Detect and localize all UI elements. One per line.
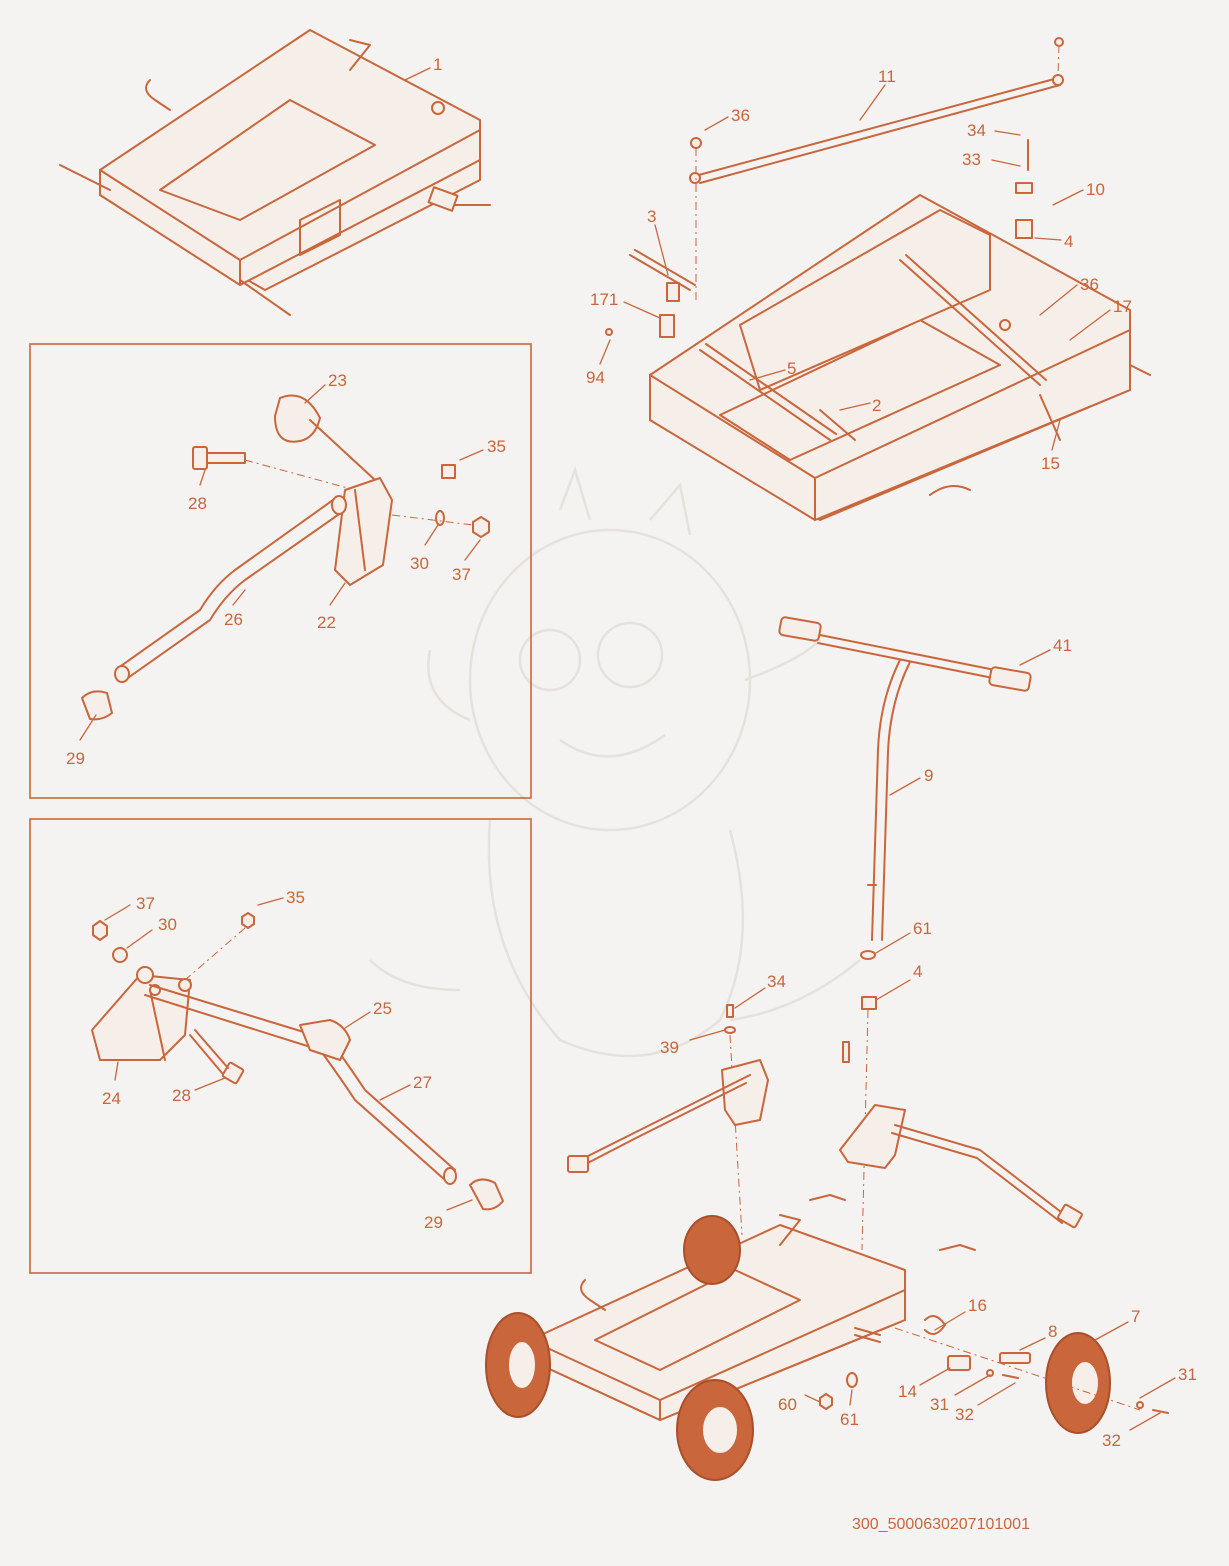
- svg-text:31: 31: [1178, 1365, 1197, 1384]
- handle-assembly: [567, 616, 1083, 1251]
- svg-text:171: 171: [590, 290, 618, 309]
- svg-text:9: 9: [924, 766, 933, 785]
- svg-text:37: 37: [452, 565, 471, 584]
- detail-box-1: [29, 343, 532, 799]
- svg-text:7: 7: [1131, 1307, 1140, 1326]
- svg-text:34: 34: [967, 121, 986, 140]
- svg-text:35: 35: [487, 437, 506, 456]
- svg-text:32: 32: [955, 1405, 974, 1424]
- svg-text:25: 25: [373, 999, 392, 1018]
- svg-text:36: 36: [731, 106, 750, 125]
- detail-box-2: [29, 818, 532, 1274]
- svg-text:16: 16: [968, 1296, 987, 1315]
- svg-text:61: 61: [840, 1410, 859, 1429]
- callouts-assembly-2: 11 36 34 33 10 3 4 171 36 17 94 5 2 15: [586, 67, 1132, 473]
- svg-text:33: 33: [962, 150, 981, 169]
- svg-text:29: 29: [66, 749, 85, 768]
- svg-text:39: 39: [660, 1038, 679, 1057]
- svg-text:27: 27: [413, 1073, 432, 1092]
- frame-assembly-2: [605, 37, 1151, 521]
- svg-text:5: 5: [787, 359, 796, 378]
- svg-text:60: 60: [778, 1395, 797, 1414]
- svg-text:2: 2: [872, 396, 881, 415]
- svg-text:15: 15: [1041, 454, 1060, 473]
- svg-text:37: 37: [136, 894, 155, 913]
- svg-text:24: 24: [102, 1089, 121, 1108]
- svg-text:23: 23: [328, 371, 347, 390]
- svg-text:10: 10: [1086, 180, 1105, 199]
- svg-text:30: 30: [410, 554, 429, 573]
- svg-text:31: 31: [930, 1395, 949, 1414]
- svg-text:8: 8: [1048, 1322, 1057, 1341]
- svg-text:94: 94: [586, 368, 605, 387]
- svg-text:34: 34: [767, 972, 786, 991]
- svg-text:41: 41: [1053, 636, 1072, 655]
- svg-text:11: 11: [878, 67, 896, 86]
- svg-text:26: 26: [224, 610, 243, 629]
- callouts-detail-1: 23 35 28 30 37 26 22 29: [66, 371, 506, 768]
- svg-text:29: 29: [424, 1213, 443, 1232]
- svg-text:35: 35: [286, 888, 305, 907]
- svg-text:4: 4: [1064, 232, 1073, 251]
- svg-text:61: 61: [913, 919, 932, 938]
- svg-text:28: 28: [172, 1086, 191, 1105]
- svg-text:14: 14: [898, 1382, 917, 1401]
- svg-text:1: 1: [433, 55, 442, 74]
- watermark-mascot: [369, 466, 861, 1058]
- svg-text:36: 36: [1080, 275, 1099, 294]
- drawing-code: 300_5000630207101001: [852, 1516, 1030, 1533]
- svg-text:17: 17: [1113, 297, 1132, 316]
- svg-text:32: 32: [1102, 1431, 1121, 1450]
- svg-text:3: 3: [647, 207, 656, 226]
- callout-1: 1: [404, 55, 442, 81]
- cart-assembly: [485, 1214, 1169, 1481]
- svg-text:22: 22: [317, 613, 336, 632]
- callouts-detail-2: 37 30 35 25 24 28 27 29: [102, 888, 473, 1232]
- svg-text:30: 30: [158, 915, 177, 934]
- svg-text:28: 28: [188, 494, 207, 513]
- frame-assembly-1: [59, 29, 491, 316]
- callouts-main: 41 9 61 4 34 39 16 7 8 31 14 31 32 60 61…: [660, 636, 1197, 1450]
- svg-text:4: 4: [913, 962, 922, 981]
